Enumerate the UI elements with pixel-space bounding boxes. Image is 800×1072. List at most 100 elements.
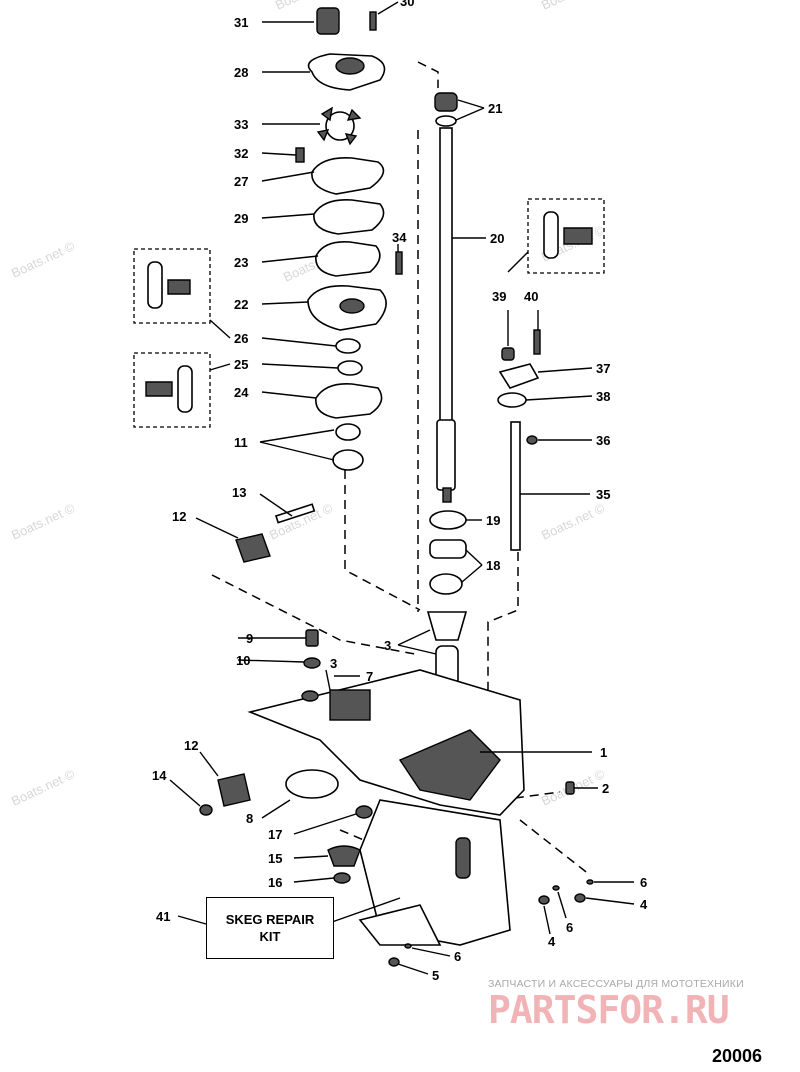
cap bbox=[327, 845, 361, 867]
callout-41: 41 bbox=[156, 909, 170, 924]
seal bbox=[337, 360, 363, 376]
callout-12: 12 bbox=[184, 738, 198, 753]
callout-36: 36 bbox=[596, 433, 610, 448]
screw bbox=[533, 329, 541, 355]
brand-logo: PARTSFOR.RU bbox=[488, 988, 730, 1032]
bearing bbox=[429, 573, 463, 595]
screw bbox=[388, 957, 400, 967]
callout-28: 28 bbox=[234, 65, 248, 80]
screw bbox=[538, 895, 550, 905]
callout-40: 40 bbox=[524, 289, 538, 304]
callout-38: 38 bbox=[596, 389, 610, 404]
inset-box-26 bbox=[133, 248, 211, 324]
washer bbox=[586, 879, 594, 885]
face-plate bbox=[313, 198, 385, 235]
callout-6: 6 bbox=[566, 920, 573, 935]
trim-tab bbox=[285, 769, 339, 799]
pump-housing bbox=[307, 53, 386, 91]
callout-32: 32 bbox=[234, 146, 248, 161]
callout-19: 19 bbox=[486, 513, 500, 528]
inset-pin-icon bbox=[147, 261, 191, 309]
drive-shaft bbox=[436, 127, 456, 503]
impeller bbox=[316, 106, 362, 146]
screw bbox=[574, 893, 586, 903]
callout-20: 20 bbox=[490, 231, 504, 246]
watermark: Boats.net © bbox=[9, 238, 77, 281]
callout-4: 4 bbox=[640, 897, 648, 912]
watermark: Boats.net © bbox=[9, 500, 77, 543]
callout-34: 34 bbox=[392, 230, 407, 245]
diagram-number: 20006 bbox=[712, 1046, 763, 1066]
inset-pin-icon bbox=[543, 211, 593, 259]
watermark: Boats.net © bbox=[539, 500, 607, 543]
callout-25: 25 bbox=[234, 357, 248, 372]
callout-6: 6 bbox=[454, 949, 461, 964]
callout-18: 18 bbox=[486, 558, 500, 573]
key bbox=[295, 147, 305, 163]
callout-2: 2 bbox=[602, 781, 609, 796]
screw bbox=[305, 629, 319, 647]
callout-3: 3 bbox=[384, 638, 391, 653]
gasket bbox=[315, 382, 383, 419]
callout-17: 17 bbox=[268, 827, 282, 842]
washer bbox=[552, 885, 560, 891]
callout-30: 30 bbox=[400, 0, 414, 9]
bolt bbox=[274, 503, 316, 524]
callout-9: 9 bbox=[246, 631, 253, 646]
callout-6: 6 bbox=[640, 875, 647, 890]
callout-29: 29 bbox=[234, 211, 248, 226]
skeg-kit-line1: SKEG REPAIR bbox=[225, 912, 315, 927]
callout-23: 23 bbox=[234, 255, 248, 270]
brand-tagline: ЗАПЧАСТИ И АКСЕССУАРЫ ДЛЯ МОТОТЕХНИКИ bbox=[488, 978, 744, 990]
callout-14: 14 bbox=[152, 768, 167, 783]
callout-31: 31 bbox=[234, 15, 248, 30]
callout-11: 11 bbox=[234, 435, 248, 450]
assembly-path bbox=[519, 819, 591, 876]
leader-lines bbox=[169, 1, 635, 975]
brand-watermark: ЗАПЧАСТИ И АКСЕССУАРЫ ДЛЯ МОТОТЕХНИКИ PA… bbox=[488, 978, 792, 1030]
callout-27: 27 bbox=[234, 174, 248, 189]
shift-shaft bbox=[510, 421, 521, 551]
callout-8: 8 bbox=[246, 811, 253, 826]
washer bbox=[303, 657, 321, 669]
watermark: Boats.net © bbox=[9, 766, 77, 809]
nut bbox=[333, 872, 351, 884]
callout-10: 10 bbox=[236, 653, 250, 668]
bearing bbox=[332, 449, 364, 471]
callout-7: 7 bbox=[366, 669, 373, 684]
callout-21: 21 bbox=[488, 101, 502, 116]
inset-box-25 bbox=[133, 352, 211, 428]
seal bbox=[429, 510, 467, 530]
inset-pin-icon bbox=[145, 365, 193, 413]
seal bbox=[335, 423, 361, 441]
callout-13: 13 bbox=[232, 485, 246, 500]
callout-37: 37 bbox=[596, 361, 610, 376]
assembly-path bbox=[417, 61, 439, 88]
sleeve bbox=[426, 611, 468, 641]
callout-5: 5 bbox=[432, 968, 439, 983]
anode bbox=[217, 773, 251, 807]
callout-39: 39 bbox=[492, 289, 506, 304]
callout-35: 35 bbox=[596, 487, 610, 502]
gasket bbox=[315, 240, 381, 277]
assembly-path bbox=[344, 470, 421, 611]
callout-16: 16 bbox=[268, 875, 282, 890]
washer bbox=[404, 943, 412, 949]
assembly-path bbox=[211, 574, 421, 656]
skeg-kit-line2: KIT bbox=[259, 929, 281, 944]
inset-box-39 bbox=[527, 198, 605, 274]
skeg-repair-kit-box: SKEG REPAIR KIT bbox=[206, 897, 334, 959]
nut bbox=[501, 347, 515, 361]
gasket bbox=[311, 156, 385, 195]
sleeve bbox=[316, 7, 340, 35]
callout-1: 1 bbox=[600, 745, 607, 760]
callout-12: 12 bbox=[172, 509, 186, 524]
bearing-cup bbox=[429, 539, 467, 559]
callout-3: 3 bbox=[330, 656, 337, 671]
callout-4: 4 bbox=[548, 934, 556, 949]
nut bbox=[199, 804, 213, 816]
callout-22: 22 bbox=[234, 297, 248, 312]
callout-24: 24 bbox=[234, 385, 249, 400]
seal bbox=[335, 338, 361, 354]
